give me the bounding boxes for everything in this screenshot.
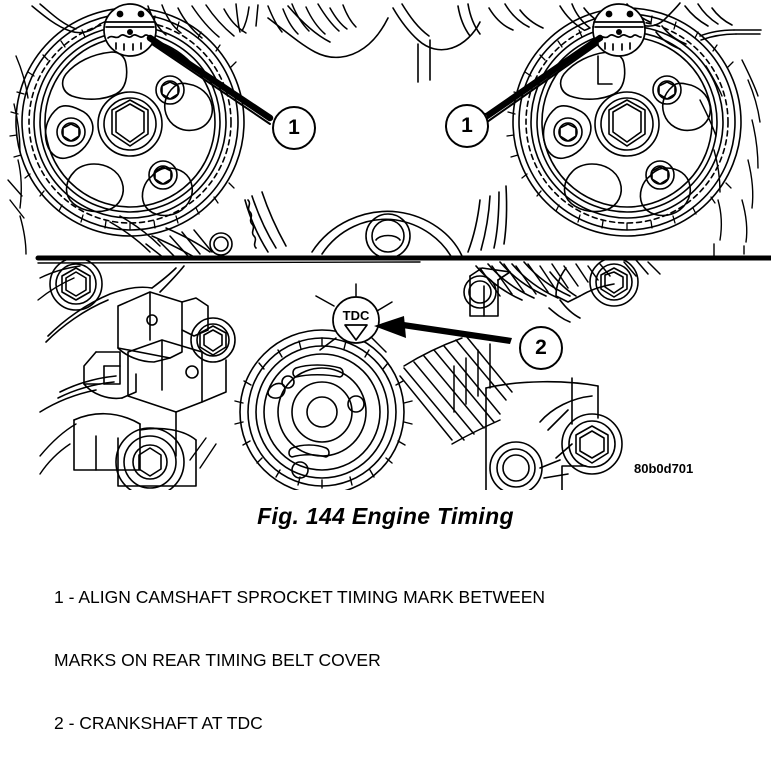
upper-right-hatching [479, 259, 661, 297]
callout-label: 2 [535, 336, 547, 359]
engine-block-lower-left [39, 257, 236, 490]
left-sprocket-timing-mark-detail [103, 3, 157, 57]
upper-left-hatching [109, 215, 213, 259]
tdc-mark-detail [315, 283, 393, 353]
right-camshaft-sprocket [512, 7, 742, 237]
crankshaft-sprocket-teeth [234, 337, 413, 489]
callout-layer: 1 1 2 [272, 104, 563, 370]
engine-bay-background-upper [31, 3, 357, 39]
figure-title: Fig. 144 Engine Timing [257, 503, 514, 529]
head-gasket-parting-line [35, 255, 771, 264]
figure-code: 80b0d701 [634, 461, 694, 476]
callout-2-crankshaft-tdc: 2 [519, 326, 563, 370]
callout-1-right-camshaft-sprocket: 1 [445, 104, 489, 148]
background-detail-strokes [699, 59, 761, 257]
timing-cover-upper [267, 3, 544, 83]
timing-belt-guard-hatching [399, 335, 513, 445]
engine-block-lower-right [463, 257, 639, 490]
engine-timing-illustration: TDC [7, 2, 771, 490]
caption-line-2: MARKS ON REAR TIMING BELT COVER [54, 650, 381, 670]
callout-label: 1 [461, 114, 473, 137]
caption-line-3: 2 - CRANKSHAFT AT TDC [54, 713, 263, 733]
leader-line-callout-1-left [146, 34, 274, 125]
timing-belt-runs [209, 185, 508, 259]
tdc-label: TDC [343, 308, 370, 323]
callout-label: 1 [288, 116, 300, 139]
background-detail-strokes-left [7, 55, 29, 255]
leader-arrow-callout-2 [374, 316, 512, 344]
left-camshaft-sprocket [15, 7, 245, 237]
figure-caption: 1 - ALIGN CAMSHAFT SPROCKET TIMING MARK … [54, 545, 754, 776]
callout-1-left-camshaft-sprocket: 1 [272, 106, 316, 150]
caption-line-1: 1 - ALIGN CAMSHAFT SPROCKET TIMING MARK … [54, 587, 546, 607]
lower-left-background-hatching [37, 265, 217, 475]
right-sprocket-timing-mark-detail [592, 3, 646, 57]
figure-page: TDC [0, 0, 771, 733]
